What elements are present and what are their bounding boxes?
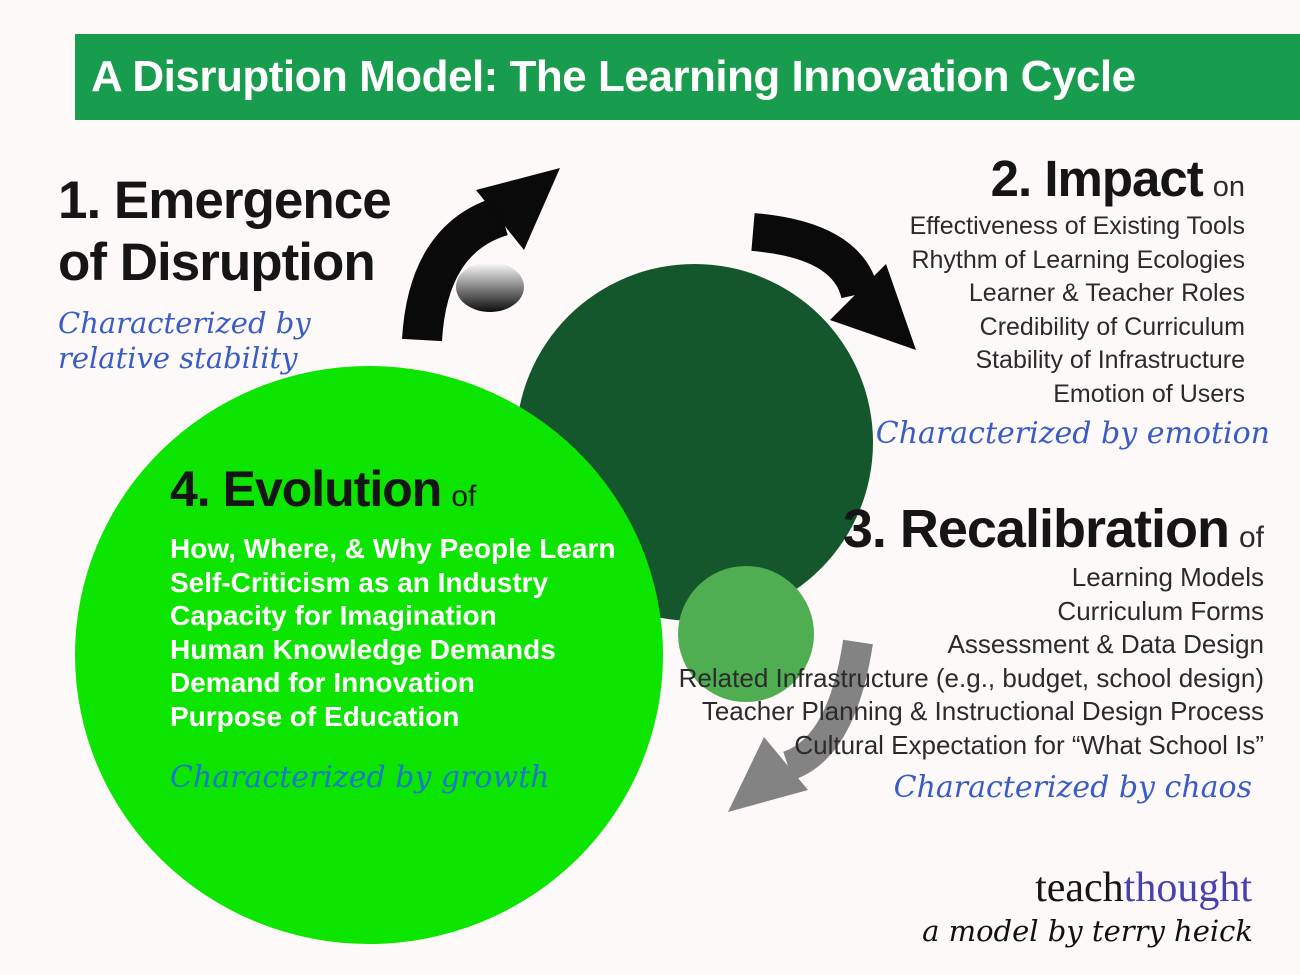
impact-caption: Characterized by emotion xyxy=(875,416,1270,451)
evolution-list-item: Demand for Innovation xyxy=(170,667,475,699)
emergence-caption-line2: relative stability xyxy=(58,341,298,375)
bright-green-circle xyxy=(75,366,663,944)
gradient-sphere-icon xyxy=(456,262,524,312)
brand-thought: thought xyxy=(1123,865,1252,911)
brand-logo: teachthought xyxy=(1035,864,1252,912)
impact-list-item: Credibility of Curriculum xyxy=(979,312,1245,341)
evolution-heading: 4. Evolution xyxy=(170,461,442,517)
page-title: A Disruption Model: The Learning Innovat… xyxy=(91,52,1136,101)
evolution-list-item: Self-Criticism as an Industry xyxy=(170,566,549,598)
evolution-heading-row: 4. Evolution of xyxy=(170,460,615,518)
recalibration-list-item: Learning Models xyxy=(1071,562,1264,592)
title-bar: A Disruption Model: The Learning Innovat… xyxy=(75,34,1300,120)
emergence-heading-line1: 1. Emergence xyxy=(58,171,392,230)
recalibration-list: Learning Models Curriculum Forms Assessm… xyxy=(679,561,1264,762)
brand-teach: teach xyxy=(1035,865,1124,911)
emergence-caption-line1: Characterized by xyxy=(58,306,311,340)
impact-list-item: Rhythm of Learning Ecologies xyxy=(911,245,1245,274)
recalibration-heading: 3. Recalibration xyxy=(842,499,1230,559)
recalibration-heading-suffix: of xyxy=(1238,521,1264,554)
recalibration-caption: Characterized by chaos xyxy=(893,770,1252,805)
impact-heading: 2. Impact xyxy=(990,150,1204,207)
impact-heading-suffix: on xyxy=(1212,171,1245,203)
emergence-heading-line2: of Disruption xyxy=(58,233,376,292)
evolution-list-item: Capacity for Imagination xyxy=(170,600,497,632)
evolution-caption: Characterized by growth xyxy=(170,759,550,795)
impact-list-item: Stability of Infrastructure xyxy=(975,346,1245,374)
emergence-caption: Characterized by relative stability xyxy=(58,306,391,376)
evolution-heading-suffix: of xyxy=(451,480,477,513)
impact-list: Effectiveness of Existing Tools Rhythm o… xyxy=(910,210,1245,411)
byline: a model by terry heick xyxy=(922,914,1253,948)
recalibration-list-item: Cultural Expectation for “What School Is… xyxy=(794,729,1264,760)
evolution-list: How, Where, & Why People Learn Self-Crit… xyxy=(170,532,615,734)
impact-list-item: Learner & Teacher Roles xyxy=(968,279,1245,307)
evolution-list-item: How, Where, & Why People Learn xyxy=(170,533,616,564)
recalibration-list-item: Teacher Planning & Instructional Design … xyxy=(701,696,1264,726)
impact-list-item: Emotion of Users xyxy=(1053,379,1245,408)
recalibration-list-item: Curriculum Forms xyxy=(1057,595,1264,626)
curved-arrow-up-right-icon xyxy=(402,168,560,342)
section-emergence: 1. Emergence of Disruption Characterized… xyxy=(58,170,392,376)
impact-list-item: Effectiveness of Existing Tools xyxy=(909,212,1245,240)
recalibration-list-item: Assessment & Data Design xyxy=(947,629,1264,659)
section-evolution: 4. Evolution of How, Where, & Why People … xyxy=(170,460,615,795)
recalibration-list-item: Related Infrastructure (e.g., budget, sc… xyxy=(678,662,1264,693)
evolution-list-item: Human Knowledge Demands xyxy=(170,633,556,665)
evolution-list-item: Purpose of Education xyxy=(170,700,460,732)
